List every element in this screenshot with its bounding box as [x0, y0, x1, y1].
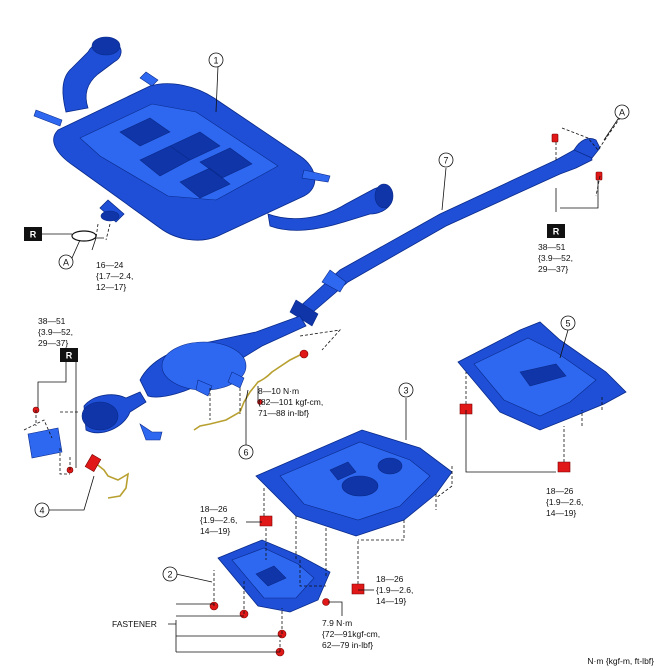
part-callout-4: 4	[34, 502, 50, 518]
svg-text:38—51: 38—51	[38, 316, 66, 326]
svg-text:{1.9—2.6,: {1.9—2.6,	[546, 497, 583, 507]
svg-text:38—51: 38—51	[538, 242, 566, 252]
under-cover-small	[217, 539, 331, 613]
catalytic-converter	[27, 315, 307, 459]
under-cover-center	[255, 429, 453, 537]
svg-text:18—26: 18—26	[546, 486, 574, 496]
svg-text:R: R	[66, 351, 73, 361]
svg-text:{1.9—2.6,: {1.9—2.6,	[376, 585, 413, 595]
units-note: N·m {kgf-m, ft-lbf}	[587, 656, 654, 666]
svg-text:{72—91kgf-cm,: {72—91kgf-cm,	[322, 629, 380, 639]
svg-text:{3.9—52,: {3.9—52,	[38, 327, 73, 337]
svg-text:R: R	[553, 227, 560, 237]
svg-text:62—79 in-lbf}: 62—79 in-lbf}	[322, 640, 373, 650]
svg-text:14—19}: 14—19}	[200, 526, 230, 536]
rear-muffler	[33, 36, 394, 241]
fastener-label: FASTENER	[112, 619, 157, 629]
connection-marker-a-top: A	[614, 104, 630, 120]
svg-text:R: R	[30, 230, 37, 240]
torque-cover-bottom: 18—26 {1.9—2.6, 14—19}	[376, 574, 413, 606]
part-callout-2: 2	[162, 566, 178, 582]
torque-rear-flange: 38—51 {3.9—52, 29—37}	[38, 316, 73, 348]
svg-text:{3.9—52,: {3.9—52,	[538, 253, 573, 263]
torque-small-bolt: 7.9 N·m {72—91kgf-cm, 62—79 in-lbf}	[322, 618, 380, 650]
connection-marker-a-left: A	[58, 254, 74, 270]
svg-text:71—88 in-lbf}: 71—88 in-lbf}	[258, 408, 309, 418]
svg-text:{1.7—2.4,: {1.7—2.4,	[96, 271, 133, 281]
alignment-lines	[23, 117, 621, 652]
svg-text:14—19}: 14—19}	[546, 508, 576, 518]
svg-text:18—26: 18—26	[376, 574, 404, 584]
svg-text:2: 2	[167, 570, 172, 580]
part-callout-5: 5	[560, 315, 576, 331]
part-callout-1: 1	[208, 52, 224, 68]
svg-text:{1.9—2.6,: {1.9—2.6,	[200, 515, 237, 525]
replace-mark-front-flange: R	[547, 224, 565, 238]
replace-mark-gasket: R	[24, 227, 42, 241]
svg-text:{82—101 kgf-cm,: {82—101 kgf-cm,	[258, 397, 323, 407]
svg-text:7: 7	[443, 156, 448, 166]
under-cover-right	[457, 321, 627, 431]
front-pipe	[289, 138, 601, 327]
svg-text:29—37}: 29—37}	[38, 338, 68, 348]
oxygen-sensor-rear-wire	[193, 353, 303, 431]
oxygen-sensor-front-wire	[93, 461, 130, 499]
svg-text:5: 5	[565, 319, 570, 329]
svg-text:16—24: 16—24	[96, 260, 124, 270]
fasteners	[32, 133, 603, 657]
torque-cover-right: 18—26 {1.9—2.6, 14—19}	[546, 486, 583, 518]
svg-text:12—17}: 12—17}	[96, 282, 126, 292]
oxygen-sensor-front	[84, 454, 102, 472]
svg-text:6: 6	[243, 448, 248, 458]
svg-text:7.9 N·m: 7.9 N·m	[322, 618, 352, 628]
svg-text:4: 4	[39, 506, 44, 516]
part-callout-7: 7	[438, 152, 454, 168]
svg-text:14—19}: 14—19}	[376, 596, 406, 606]
leader-lines	[37, 65, 621, 653]
svg-text:A: A	[63, 258, 69, 268]
torque-front-flange: 38—51 {3.9—52, 29—37}	[538, 242, 573, 274]
svg-text:29—37}: 29—37}	[538, 264, 568, 274]
torque-oxygen-sensor: 8—10 N·m {82—101 kgf-cm, 71—88 in-lbf}	[258, 386, 323, 418]
svg-text:18—26: 18—26	[200, 504, 228, 514]
torque-rear-clamp: 16—24 {1.7—2.4, 12—17}	[96, 260, 133, 292]
gasket-ring	[71, 230, 97, 242]
svg-text:1: 1	[213, 56, 218, 66]
torque-cover-left: 18—26 {1.9—2.6, 14—19}	[200, 504, 237, 536]
replace-mark-rear-flange: R	[60, 348, 78, 362]
part-callout-3: 3	[398, 382, 414, 398]
svg-text:8—10 N·m: 8—10 N·m	[258, 386, 299, 396]
part-callout-6: 6	[238, 444, 254, 460]
svg-text:A: A	[619, 108, 625, 118]
svg-text:3: 3	[403, 386, 408, 396]
